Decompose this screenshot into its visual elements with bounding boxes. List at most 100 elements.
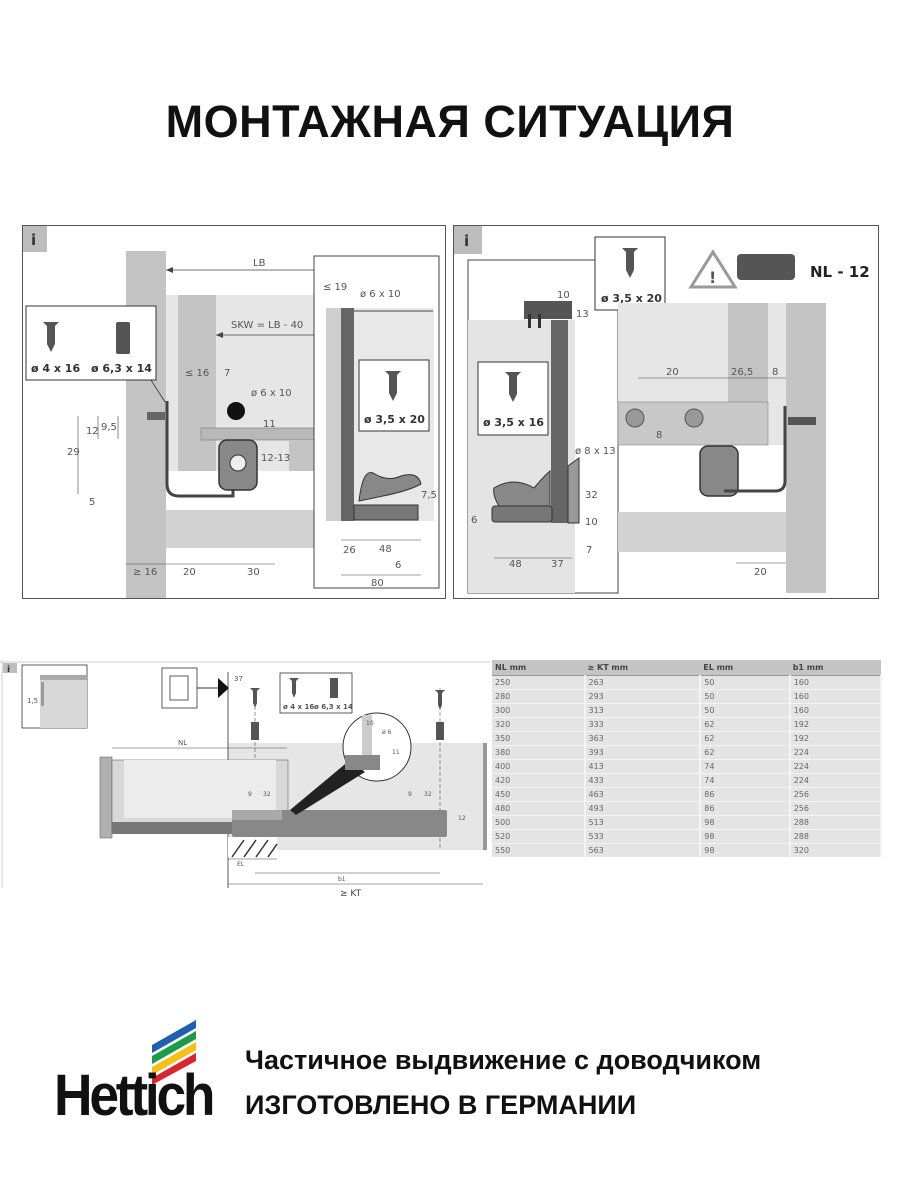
cell-nl: 320 bbox=[492, 717, 586, 732]
dim-kt: ≥ KT bbox=[340, 889, 362, 899]
info-badge bbox=[454, 226, 482, 254]
dim-9-5: 9,5 bbox=[101, 422, 117, 433]
cell-nl: 350 bbox=[492, 731, 586, 746]
dim-48: 48 bbox=[509, 559, 522, 570]
cell-nl: 550 bbox=[492, 843, 586, 857]
cell-kt: 563 bbox=[584, 843, 702, 857]
info-icon: i bbox=[31, 231, 36, 249]
dim-26-5: 26,5 bbox=[731, 367, 753, 378]
drawer-front-panel bbox=[341, 308, 354, 521]
dim-le19: ≤ 19 bbox=[323, 282, 347, 293]
cell-kt: 533 bbox=[584, 829, 702, 844]
nl-minus-12-label: NL - 12 bbox=[810, 263, 870, 281]
cell-b1: 320 bbox=[789, 843, 883, 857]
cell-el: 98 bbox=[700, 829, 791, 844]
screw-size-left: ø 3,5 x 16 bbox=[483, 416, 544, 429]
runner bbox=[232, 810, 447, 837]
header-el: EL mm bbox=[700, 660, 790, 676]
cabinet-side-wall bbox=[126, 251, 166, 598]
cell-el: 50 bbox=[700, 689, 791, 704]
info-badge bbox=[3, 663, 17, 673]
dim-9-rear: 9 bbox=[408, 791, 412, 798]
euro-screw-icon bbox=[330, 678, 338, 698]
cell-nl: 420 bbox=[492, 773, 586, 788]
dim-ge16: ≥ 16 bbox=[133, 567, 157, 578]
cell-nl: 250 bbox=[492, 675, 586, 690]
cell-kt: 513 bbox=[584, 815, 702, 830]
chipboard-screw-icon bbox=[289, 678, 299, 698]
dim-nl: NL bbox=[178, 739, 187, 747]
screw-icon bbox=[435, 690, 445, 710]
info-icon: i bbox=[464, 232, 469, 250]
dim-dowel: ø 6 x 10 bbox=[251, 388, 292, 399]
cell-kt: 293 bbox=[584, 689, 702, 704]
screw-size-b: ø 6,3 x 14 bbox=[91, 362, 152, 375]
drawer-side bbox=[728, 303, 768, 402]
warning-icon bbox=[688, 249, 738, 289]
hatched-area bbox=[231, 839, 278, 858]
screw-size-a: ø 4 x 16 bbox=[31, 362, 80, 375]
cell-el: 62 bbox=[700, 731, 791, 746]
dim-lb: LB bbox=[253, 258, 266, 269]
dim-dia-6: ø 6 bbox=[382, 729, 392, 736]
euro-screw-icon bbox=[116, 322, 130, 354]
screw-icon bbox=[788, 417, 816, 425]
dim-le16: ≤ 16 bbox=[185, 368, 209, 379]
dim-5: 5 bbox=[89, 497, 95, 508]
cell-b1: 288 bbox=[789, 829, 883, 844]
cell-kt: 313 bbox=[584, 703, 702, 718]
dim-8-top: 8 bbox=[772, 367, 778, 378]
dowel-hole-icon bbox=[227, 402, 245, 420]
cell-nl: 280 bbox=[492, 689, 586, 704]
cell-b1: 160 bbox=[789, 675, 883, 690]
screw-icon-front bbox=[385, 371, 401, 401]
arrow-pointer-icon bbox=[218, 678, 229, 698]
screw-size-c: ø 3,5 x 20 bbox=[364, 413, 425, 426]
dim-10-bottom: 10 bbox=[585, 517, 598, 528]
dim-11: 11 bbox=[392, 749, 400, 756]
screw-size-a: ø 4 x 16 bbox=[283, 703, 314, 711]
cell-b1: 192 bbox=[789, 731, 883, 746]
dim-6: 6 bbox=[471, 515, 477, 526]
dim-37: 37 bbox=[551, 559, 564, 570]
dim-30: 30 bbox=[247, 567, 260, 578]
dim-10-top: 10 bbox=[557, 290, 570, 301]
cabinet-back-wall bbox=[483, 743, 487, 850]
runner-profile-hole bbox=[229, 454, 247, 472]
made-in-germany: ИЗГОТОВЛЕНО В ГЕРМАНИИ bbox=[245, 1090, 637, 1120]
front-clip bbox=[358, 472, 422, 502]
cell-kt: 463 bbox=[584, 787, 702, 802]
dim-10: 10 bbox=[366, 720, 374, 727]
cabinet-bottom bbox=[618, 512, 786, 552]
dim-7-5: 7,5 bbox=[421, 490, 437, 501]
dim-20-top: 20 bbox=[666, 367, 679, 378]
drawer-front-panel bbox=[551, 320, 568, 523]
table-header-row: NL mm ≥ KT mm EL mm b1 mm bbox=[492, 660, 881, 676]
diagram-top-view-drawing: i 1,5 37 ø 4 x 16 ø 6,3 x 14 NL 10 ø 6 1… bbox=[0, 660, 490, 899]
dim-1-5: 1,5 bbox=[27, 697, 38, 705]
cabinet-icon bbox=[161, 667, 198, 709]
drawer-front bbox=[99, 756, 113, 839]
cell-el: 98 bbox=[700, 815, 791, 830]
cell-nl: 380 bbox=[492, 745, 586, 760]
screw-icon bbox=[251, 722, 259, 740]
dim-8: 8 bbox=[656, 430, 662, 441]
cell-el: 62 bbox=[700, 717, 791, 732]
logo-stripe-yellow bbox=[152, 1042, 196, 1075]
runner-profile bbox=[699, 445, 739, 497]
cell-kt: 263 bbox=[584, 675, 702, 690]
screw-size-b: ø 6,3 x 14 bbox=[314, 703, 353, 711]
dim-32-rear: 32 bbox=[424, 791, 432, 798]
cell-b1: 224 bbox=[789, 745, 883, 760]
logo-stripe-green bbox=[152, 1031, 196, 1064]
cell-el: 98 bbox=[700, 843, 791, 857]
cell-el: 74 bbox=[700, 773, 791, 788]
dim-11: 11 bbox=[263, 419, 276, 430]
